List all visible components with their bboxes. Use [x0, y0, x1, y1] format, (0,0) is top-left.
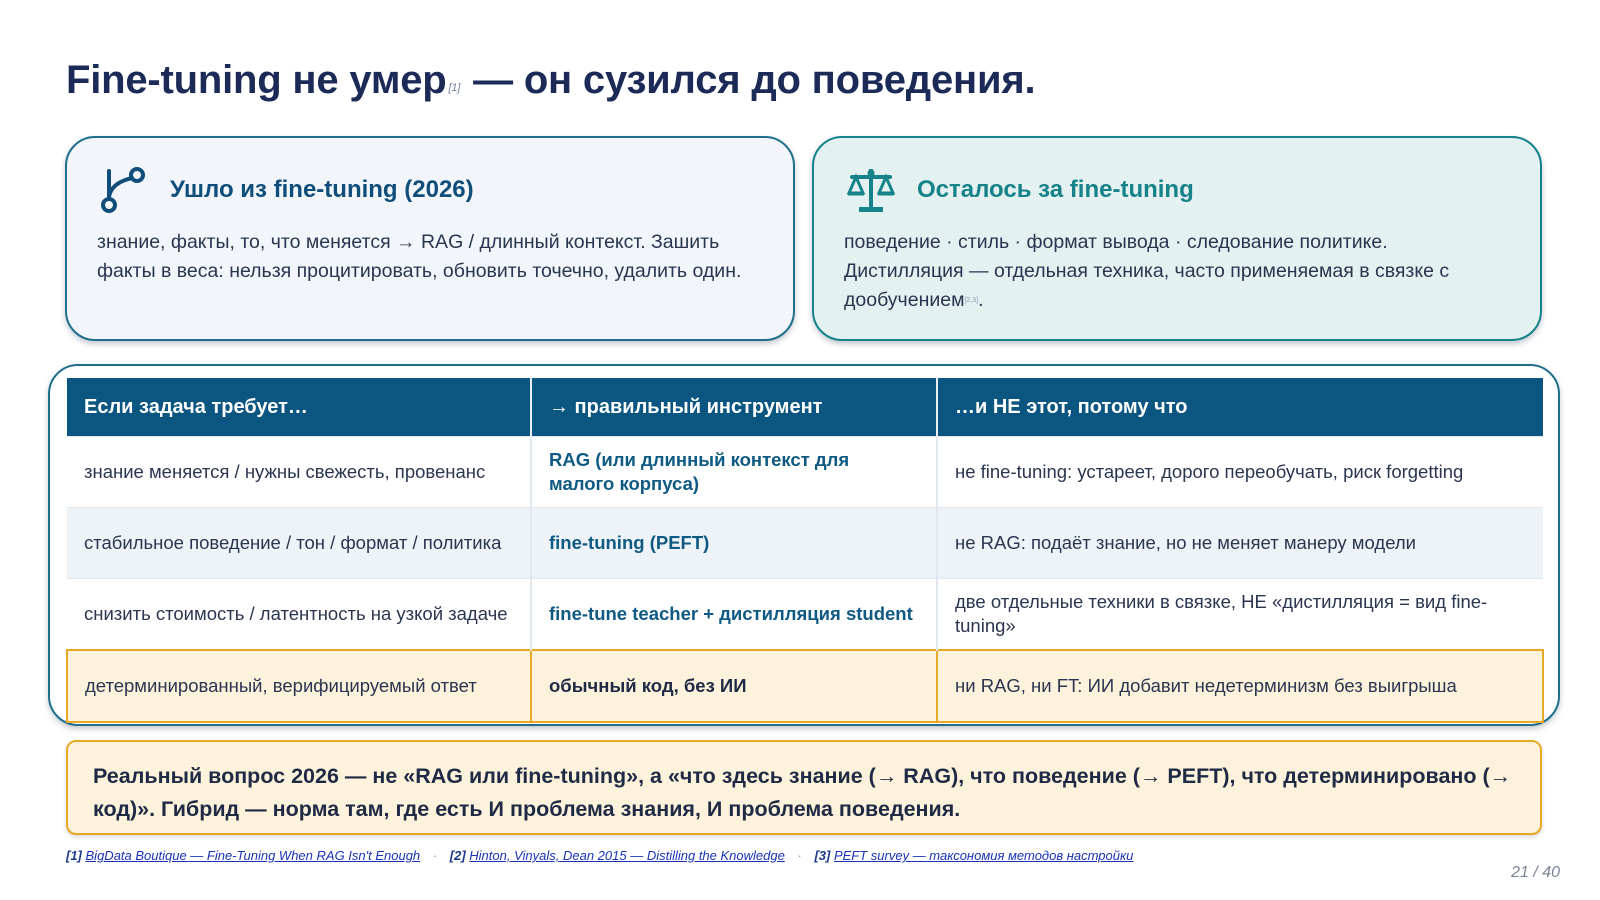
cell-need: стабильное поведение / тон / формат / по…: [67, 507, 532, 579]
footnote-link-3[interactable]: PEFT survey — таксономия методов настрой…: [833, 848, 1134, 863]
footnote-separator: ·: [432, 848, 438, 863]
scales-icon: [846, 169, 896, 212]
table-row-highlighted: детерминированный, верифицируемый ответ …: [66, 649, 1544, 723]
cell-not: две отдельные техники в связке, НЕ «дист…: [937, 578, 1543, 650]
table-row: стабильное поведение / тон / формат / по…: [67, 507, 1543, 579]
table-row: снизить стоимость / латентность на узкой…: [67, 578, 1543, 650]
remaining-card-tail: .: [978, 289, 984, 311]
footnote-number: [1]: [66, 848, 82, 863]
cell-not: ни RAG, ни FT: ИИ добавит недетерминизм …: [936, 649, 1544, 723]
cell-need: детерминированный, верифицируемый ответ: [66, 649, 532, 723]
cell-need: снизить стоимость / латентность на узкой…: [67, 578, 532, 650]
git-branch-icon: [101, 167, 145, 213]
column-header-need: Если задача требует…: [67, 378, 532, 437]
title-main: Fine-tuning не умер: [66, 58, 447, 102]
remaining-card-ref[interactable]: [2,3]: [964, 297, 979, 304]
remaining-card: Осталось за fine-tuning поведение · стил…: [812, 136, 1542, 341]
column-header-not: …и НЕ этот, потому что: [937, 378, 1543, 437]
cell-tool: fine-tuning (PEFT): [531, 507, 938, 579]
footnotes: [1] BigData Boutique — Fine-Tuning When …: [66, 848, 1133, 863]
table-header-row: Если задача требует… → правильный инстру…: [67, 378, 1543, 437]
cell-tool: RAG (или длинный контекст для малого кор…: [531, 436, 938, 508]
remaining-card-text: поведение · стиль · формат вывода · след…: [844, 231, 1450, 311]
decision-table: Если задача требует… → правильный инстру…: [66, 378, 1544, 723]
title-ref[interactable]: [1]: [448, 82, 461, 94]
cell-not: не fine-tuning: устареет, дорого переобу…: [937, 436, 1543, 508]
title-rest: — он сузился до поведения.: [462, 58, 1036, 102]
footnote-number: [3]: [814, 848, 831, 863]
cell-need: знание меняется / нужны свежесть, провен…: [67, 436, 532, 508]
removed-card-heading: Ушло из fine-tuning (2026): [170, 176, 474, 203]
footnote-link-2[interactable]: Hinton, Vinyals, Dean 2015 — Distilling …: [469, 848, 785, 863]
cell-tool: fine-tune teacher + дистилляция student: [531, 578, 938, 650]
takeaway-text: Реальный вопрос 2026 — не «RAG или fine-…: [93, 764, 1512, 821]
slide-title: Fine-tuning не умер[1] — он сузился до п…: [66, 58, 1036, 103]
remaining-card-body: поведение · стиль · формат вывода · след…: [844, 228, 1512, 319]
column-header-tool: → правильный инструмент: [531, 378, 938, 437]
cell-tool: обычный код, без ИИ: [530, 649, 938, 723]
footnote-separator: ·: [797, 848, 802, 863]
takeaway-callout: Реальный вопрос 2026 — не «RAG или fine-…: [66, 740, 1542, 835]
removed-card: Ушло из fine-tuning (2026) знание, факты…: [65, 136, 795, 341]
footnote-link-1[interactable]: BigData Boutique — Fine-Tuning When RAG …: [85, 848, 421, 863]
footnote-number: [2]: [449, 848, 466, 863]
page-number: 21 / 40: [1511, 864, 1560, 881]
table-row: знание меняется / нужны свежесть, провен…: [67, 436, 1543, 508]
remaining-card-heading: Осталось за fine-tuning: [917, 176, 1194, 203]
removed-card-body: знание, факты, то, что меняется → RAG / …: [97, 231, 742, 282]
cell-not: не RAG: подаёт знание, но не меняет мане…: [937, 507, 1543, 579]
